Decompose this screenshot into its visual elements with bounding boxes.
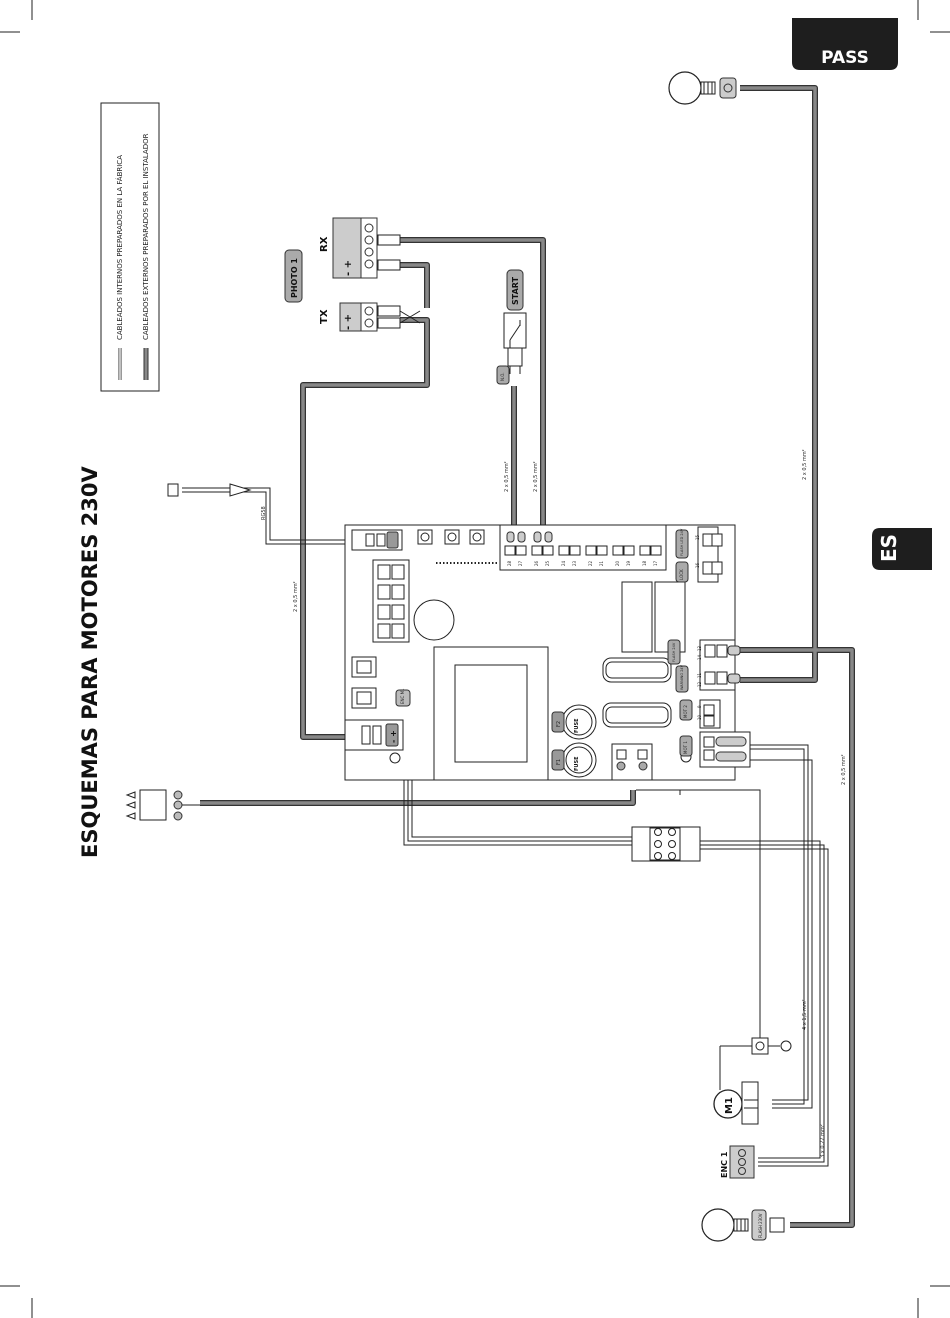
top-terminal-numbers: 28 27 26 25 24 23 22 21 20 19 18 17 [507,560,658,566]
tx-plus-minus: - + [343,314,354,330]
svg-text:11: 11 [697,672,702,678]
start-switch [503,312,527,367]
fuse-f1-badge [551,749,565,771]
warning-label: WARNING 24V [680,664,684,690]
svg-text:27: 27 [518,560,523,566]
fuse-label-1: FUSE [574,718,580,733]
rg58-label: RG58 [261,506,267,520]
photocell-rx [332,217,401,279]
fuse-f2-badge [551,711,565,733]
cable-label-1: 2 x 0,5 mm² [504,461,510,492]
encoder-label: ENC 1 [720,1151,729,1178]
fuse-f2-label: F2 [556,721,562,727]
right-terminal-numbers: 15 16 13 14 11 12 9 10 [695,534,702,720]
internal-wiring [182,366,829,1167]
rx-label: RX [319,236,330,252]
right-terminal-blocks [680,526,751,768]
mains-plug-icon [125,789,200,821]
svg-text:13: 13 [697,645,702,651]
start-badge [506,269,524,311]
svg-text:10: 10 [697,714,702,720]
language-label: ES [877,534,901,562]
junction-block [631,826,701,862]
enc-m1-badge [395,689,411,707]
cable-label-3: 2 x 0,5 mm² [293,581,299,612]
flash-led-label: FLASH LED 24V [680,528,684,556]
cable-label-5: 2 x 0,5 mm² [841,754,847,785]
svg-text:23: 23 [572,560,577,566]
cable-label-4: 2 x 0,5 mm² [802,449,808,480]
motor-m1-icon [713,1081,759,1125]
svg-text:21: 21 [599,560,604,566]
svg-text:12: 12 [697,681,702,687]
rx-plus-minus: - + [343,260,354,276]
photo1-badge [284,249,303,303]
svg-text:19: 19 [626,560,631,566]
cable-label-2: 2 x 0,5 mm² [533,461,539,492]
svg-text:16: 16 [695,562,700,568]
motor-label: M1 [724,1097,735,1114]
cable-labels: 2 x 0,5 mm² 2 x 0,5 mm² 2 x 0,5 mm² 2 x … [293,449,847,1158]
cable-label-7: 3 x 0,22 mm² [820,1124,826,1158]
lamp-top-icon [668,71,737,105]
lamp-flash-icon [701,1208,785,1242]
svg-text:24: 24 [561,560,566,566]
language-tab [872,528,932,570]
mot1-label: MOT 1 [683,741,688,754]
antenna-icon [167,483,252,497]
fuse-label-2: FUSE [574,756,580,771]
svg-text:20: 20 [615,560,620,566]
control-board: F2 F1 FUSE FUSE ENC M1 - + [344,524,751,781]
photocell-tx [339,302,421,332]
legend: CABLEADOS INTERNOS PREPARADOS EN LA FÁBR… [100,102,160,392]
svg-text:26: 26 [534,560,539,566]
legend-internal-label: CABLEADOS INTERNOS PREPARADOS EN LA FÁBR… [115,155,124,340]
top-terminal-block [504,531,662,556]
svg-text:18: 18 [642,560,647,566]
earth-icon [751,1037,792,1055]
svg-text:22: 22 [588,560,593,566]
svg-text:25: 25 [545,560,550,566]
mot2-label: MOT 2 [683,705,688,718]
svg-text:28: 28 [507,560,512,566]
svg-text:14: 14 [697,654,702,660]
product-name: PASS [821,48,869,68]
fuse-f1-label: F1 [556,759,562,765]
encoder-icon [729,1145,755,1179]
enc-m1-label: ENC M1 [400,688,405,704]
cable-label-6: 4 x 1,5 mm² [802,999,808,1030]
photo1-label: PHOTO 1 [290,258,299,298]
start-label: START [511,276,520,305]
external-wiring [200,85,855,1228]
no-badge [496,365,510,385]
header-tab [792,18,898,70]
svg-text:17: 17 [653,560,658,566]
flash-lamp-label: FLASH 230V [758,1213,763,1238]
board-badges: FLASH LED 24V LOCK FLASH 24V WARNING 24V… [667,528,693,757]
page-title: ESQUEMAS PARA MOTORES 230V [78,466,102,858]
flash24-label: FLASH 24V [672,642,676,662]
legend-external-label: CABLEADOS EXTERNOS PREPARADOS POR EL INS… [142,133,150,340]
svg-text:15: 15 [695,534,700,540]
power-plus-minus: - + [389,730,398,743]
svg-text:9: 9 [697,705,702,708]
tx-label: TX [319,309,330,324]
no-label: N.O. [500,372,505,381]
lock-label: LOCK [679,569,684,580]
